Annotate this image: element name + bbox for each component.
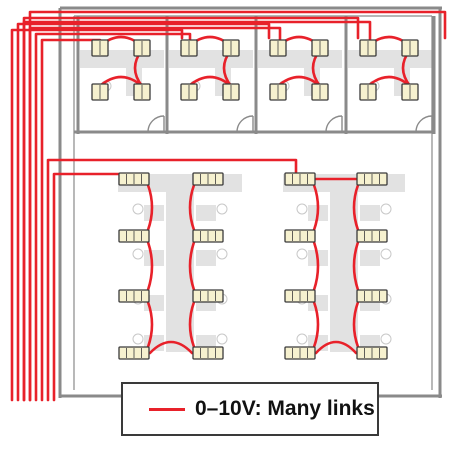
workstation-link [146,300,154,349]
door-swing [325,115,343,133]
walls-layer [58,6,442,398]
workstation-chair [216,203,228,215]
legend-swatch [149,407,185,411]
workstation-link [352,183,360,232]
feed-wire-office-3 [28,26,282,402]
workstation-desk [196,205,216,221]
workstation-link-bottom [148,340,194,355]
legend: 0–10V: Many links [121,382,379,436]
feed-wire-open-right [46,158,298,402]
workstation-chair [380,203,392,215]
door-swing [415,115,433,133]
legend-label: 0–10V: Many links [195,397,375,420]
workstation-chair [380,333,392,345]
workstation-chair [132,203,144,215]
workstation-link [352,300,360,349]
feed-wire-office [28,10,447,402]
fixtures-layer [91,39,419,360]
workstation-chair [132,333,144,345]
feed-wire-office-4 [22,20,372,402]
feed-wire-office [16,22,271,402]
workstation-link [352,240,360,292]
workstation-desk [144,250,164,266]
workstation-chair [296,203,308,215]
workstation-link [188,240,196,292]
workstation-link [188,300,196,349]
workstation-link [312,240,320,292]
workstation-chair [216,248,228,260]
workstation-link [188,183,196,232]
workstation-desk [196,250,216,266]
workstation-link-bottom [314,340,358,355]
feed-wire-office-1 [40,38,102,402]
workstation-link [146,240,154,292]
workstation-chair [132,248,144,260]
workstation-link [312,183,320,232]
workstation-desk [144,205,164,221]
door-swing [236,115,254,133]
workstation-link [146,183,154,232]
workstation-chair [296,248,308,260]
workstation-chair [216,333,228,345]
feed-wire-open-left [52,172,126,402]
workstation-desk [360,250,380,266]
workstation-chair [296,333,308,345]
workstation-chair [380,248,392,260]
workstation-desk [360,205,380,221]
door-swing [147,115,165,133]
workstation-link [312,300,320,349]
